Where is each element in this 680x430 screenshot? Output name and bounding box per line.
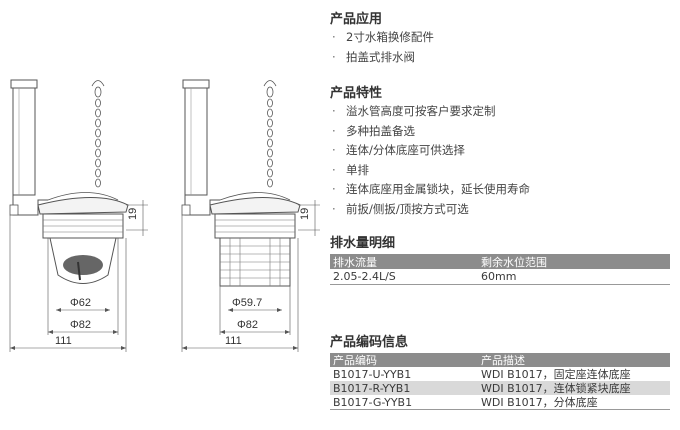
codes-title: 产品编码信息 [330, 335, 409, 350]
flow-title: 排水量明细 [330, 236, 396, 251]
dim-inner-right: Φ59.7 [232, 297, 262, 309]
dim-height-right: 19 [299, 208, 311, 220]
list-item: ·单排 [332, 162, 369, 177]
application-title: 产品应用 [330, 12, 383, 27]
list-item: ·拍盖式排水阀 [332, 49, 415, 64]
flow-table: 排水流量 剩余水位范围 2.05-2.4L/S 60mm [330, 254, 670, 285]
list-item: ·前扳/侧扳/顶按方式可选 [332, 201, 469, 216]
table-row: B1017-U-YYB1 WDI B1017，固定座连体底座 [333, 367, 631, 382]
features-title: 产品特性 [330, 86, 383, 101]
list-item: ·2寸水箱换修配件 [332, 30, 434, 44]
technical-drawings: Φ62 Φ82 111 19 Φ59.7 Φ82 111 19 [9, 79, 320, 353]
codes-table: 产品编码 产品描述 B1017-U-YYB1 WDI B1017，固定座连体底座… [330, 353, 670, 410]
list-item: ·多种拍盖备选 [332, 123, 415, 138]
list-item: ·连体底座用金属锁块，延长使用寿命 [332, 182, 530, 196]
table-header: 产品编码 产品描述 [330, 353, 670, 367]
list-item: ·溢水管高度可按客户要求定制 [332, 104, 496, 118]
dim-outer-right: Φ82 [237, 319, 258, 331]
application-list: ·2寸水箱换修配件 ·拍盖式排水阀 [332, 28, 434, 67]
table-row: B1017-G-YYB1 WDI B1017，分体底座 [330, 395, 670, 410]
dim-inner-left: Φ62 [70, 297, 91, 309]
dim-width-right: 111 [225, 335, 242, 347]
dim-width-left: 111 [55, 335, 72, 347]
list-item: ·连体/分体底座可供选择 [332, 143, 465, 157]
table-row: 2.05-2.4L/S 60mm [330, 269, 670, 285]
valve-drawing-left [9, 79, 149, 353]
spec-panel: 产品应用 ·2寸水箱换修配件 ·拍盖式排水阀 产品特性 ·溢水管高度可按客户要求… [326, 0, 676, 430]
features-list: ·溢水管高度可按客户要求定制 ·多种拍盖备选 ·连体/分体底座可供选择 ·单排 … [332, 102, 530, 219]
dim-outer-left: Φ82 [70, 319, 91, 331]
table-row: B1017-R-YYB1 WDI B1017，连体锁紧块底座 [330, 381, 670, 395]
valve-drawing-right [181, 79, 320, 353]
dim-height-left: 19 [127, 208, 139, 220]
table-header: 排水流量 剩余水位范围 [330, 254, 670, 269]
